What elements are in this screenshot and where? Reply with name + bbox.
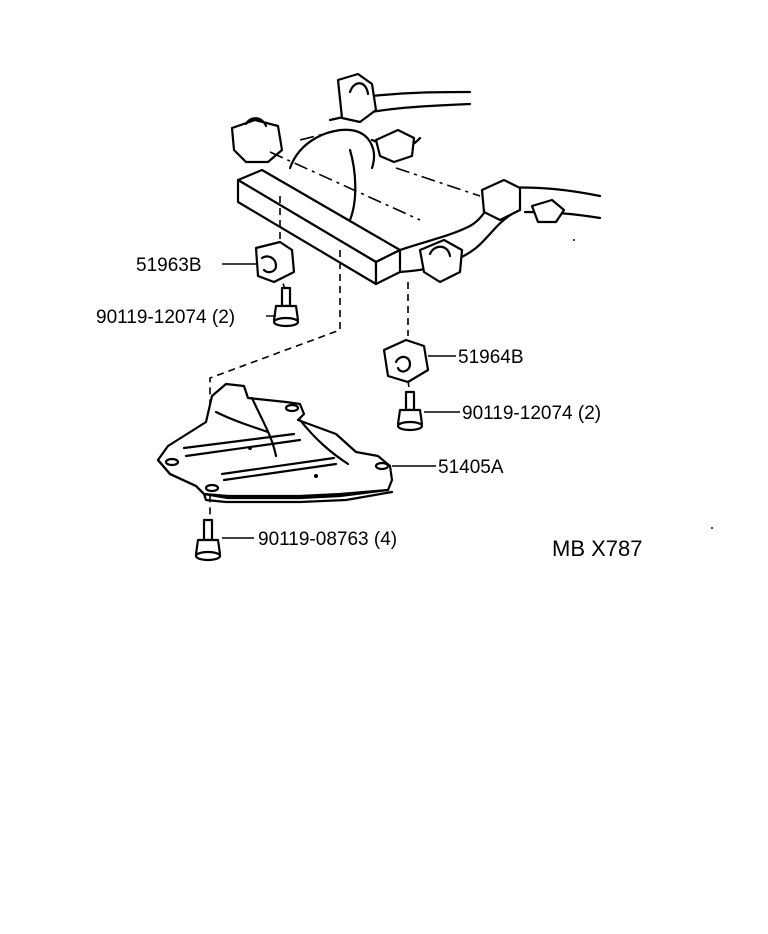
engine-under-cover [156,382,394,504]
bolt-right-icon [396,390,424,432]
callout-bolt-right: 90119-12074 (2) [462,403,601,424]
bracket-left [254,240,296,284]
bolt-cover-icon [194,518,222,562]
bracket-right [382,338,430,384]
callout-bolt-left: 90119-12074 (2) [96,307,235,328]
callout-bolt-cover: 90119-08763 (4) [258,529,397,550]
diagram-reference-code: MB X787 [552,536,643,561]
callout-bracket-left: 51963B [136,255,202,276]
bolt-left-icon [272,286,300,328]
crossmember [230,72,602,286]
callout-cover: 51405A [438,457,504,478]
callout-bracket-right: 51964B [458,347,524,368]
